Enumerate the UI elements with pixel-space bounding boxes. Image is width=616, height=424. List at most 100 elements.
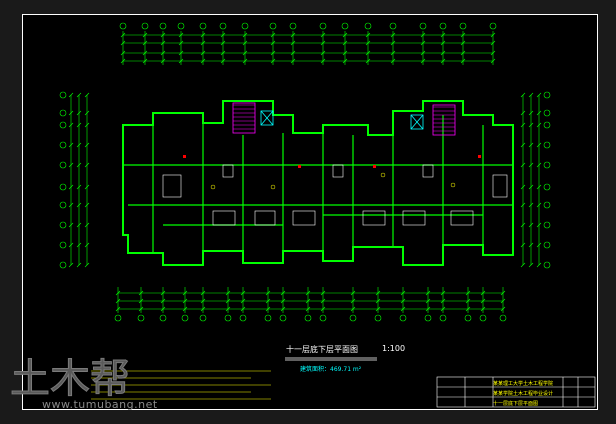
bottom-dimension-ticks: [115, 287, 506, 313]
axis-bubble: [543, 221, 551, 229]
axis-bubble: [137, 314, 145, 322]
axis-bubble: [59, 161, 67, 169]
furniture-item: [222, 164, 234, 178]
stair-core-left: [232, 102, 256, 134]
column-marks: [183, 155, 481, 168]
title-block: [436, 376, 596, 408]
axis-bubble: [59, 241, 67, 249]
axis-bubble: [364, 22, 372, 30]
dimension-tick: [520, 184, 526, 190]
axis-bubble: [159, 22, 167, 30]
bottom-dimension-lines: [118, 292, 503, 310]
dimension-tick: [528, 162, 534, 168]
watermark-url: www.tumubang.net: [42, 398, 158, 411]
area-value: 469.71 m²: [330, 366, 362, 373]
furniture-item: [292, 210, 316, 226]
top-dimension-ticks: [120, 31, 496, 65]
axis-bubble: [439, 314, 447, 322]
axis-bubble: [389, 22, 397, 30]
axis-bubble: [543, 261, 551, 269]
general-notes: [91, 370, 271, 400]
axis-bubble: [543, 91, 551, 99]
side-dimension-lines: [70, 95, 540, 265]
drawing-scale: 1:100: [382, 344, 406, 353]
dimension-tick: [536, 92, 542, 98]
dimension-tick: [76, 184, 82, 190]
dimension-tick: [520, 162, 526, 168]
axis-bubble: [543, 183, 551, 191]
dimension-tick: [536, 262, 542, 268]
dimension-tick: [68, 92, 74, 98]
dimension-tick: [528, 110, 534, 116]
dimension-tick: [536, 222, 542, 228]
furniture-item: [402, 210, 426, 226]
dimension-tick: [528, 222, 534, 228]
dimension-tick: [68, 242, 74, 248]
axis-bubble: [543, 161, 551, 169]
building-walls: [122, 100, 514, 266]
dimension-tick: [68, 222, 74, 228]
furniture-item: [422, 164, 434, 178]
dimension-tick: [76, 122, 82, 128]
axis-bubble: [349, 314, 357, 322]
axis-bubble: [399, 314, 407, 322]
top-dimension-lines: [123, 34, 493, 62]
watermark-logo: 土木帮: [6, 352, 166, 416]
axis-bubble: [239, 314, 247, 322]
dimension-tick: [84, 184, 90, 190]
dimension-tick: [536, 184, 542, 190]
furniture-item: [162, 174, 182, 198]
dimension-tick: [76, 262, 82, 268]
axis-bubble: [279, 314, 287, 322]
dimension-tick: [528, 262, 534, 268]
axis-bubble: [59, 121, 67, 129]
dimension-tick: [536, 202, 542, 208]
axis-bubble: [59, 201, 67, 209]
furniture-item: [492, 174, 508, 198]
furniture-item: [362, 210, 386, 226]
axis-bubble: [543, 241, 551, 249]
dimension-tick: [68, 162, 74, 168]
axis-bubble: [159, 314, 167, 322]
axis-bubble: [264, 314, 272, 322]
dimension-tick: [520, 110, 526, 116]
dimension-tick: [84, 162, 90, 168]
axis-bubble: [543, 109, 551, 117]
dimension-tick: [84, 242, 90, 248]
dimension-tick: [76, 222, 82, 228]
dimension-tick: [68, 184, 74, 190]
dimension-tick: [76, 142, 82, 148]
drawing-sheet: [22, 14, 598, 410]
dimension-tick: [84, 110, 90, 116]
axis-bubble: [141, 22, 149, 30]
title-underline: [285, 357, 377, 361]
axis-bubble: [543, 121, 551, 129]
dimension-tick: [520, 202, 526, 208]
dimension-tick: [536, 110, 542, 116]
axis-bubble: [59, 109, 67, 117]
stair-core-right: [432, 104, 456, 136]
axis-bubble: [59, 91, 67, 99]
title-block-school: 某某理工大学土木工程学院: [493, 381, 554, 387]
axis-bubble: [241, 22, 249, 30]
axis-bubble: [341, 22, 349, 30]
axis-bubble: [419, 22, 427, 30]
axis-bubble: [219, 22, 227, 30]
axis-bubble: [424, 314, 432, 322]
side-dimension-ticks: [68, 92, 542, 268]
dimension-tick: [68, 202, 74, 208]
axis-bubble: [304, 314, 312, 322]
dimension-tick: [68, 110, 74, 116]
axis-bubble: [59, 261, 67, 269]
axis-bubble: [59, 141, 67, 149]
axis-bubble: [59, 221, 67, 229]
axis-bubble: [224, 314, 232, 322]
axis-bubble: [199, 314, 207, 322]
dimension-tick: [536, 162, 542, 168]
top-axis-bubbles: [119, 22, 497, 30]
area-label: 建筑面积：: [300, 366, 331, 373]
dimension-tick: [520, 92, 526, 98]
dimension-tick: [68, 122, 74, 128]
axis-bubble: [499, 314, 507, 322]
